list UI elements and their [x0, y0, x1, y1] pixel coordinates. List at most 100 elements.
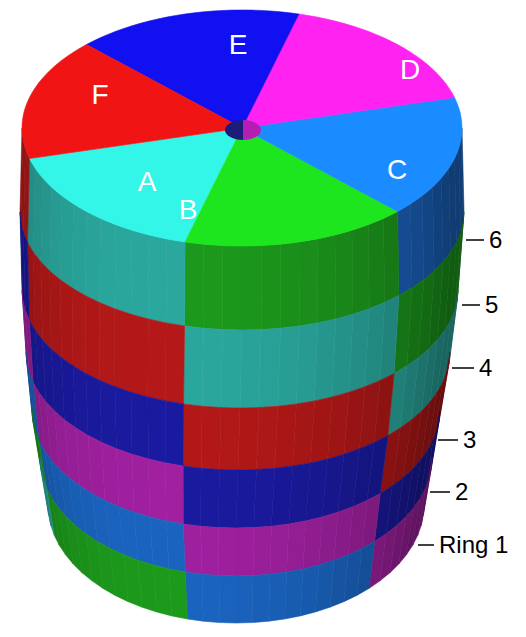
- leader-line: [462, 304, 480, 306]
- side-facet: [184, 326, 204, 406]
- hole-left: [225, 120, 243, 140]
- side-facet: [47, 489, 60, 546]
- leader-line: [466, 239, 484, 241]
- sector-letter: B: [179, 196, 198, 224]
- side-facet: [299, 239, 318, 326]
- side-facet: [148, 397, 166, 463]
- side-facet: [240, 330, 261, 408]
- side-facet: [422, 187, 434, 280]
- side-facet: [411, 196, 424, 288]
- side-facet: [131, 392, 148, 459]
- side-facet: [100, 380, 117, 448]
- side-facet: [236, 576, 253, 623]
- leader-line: [430, 491, 450, 493]
- side-facet: [20, 212, 23, 300]
- side-facet: [202, 328, 223, 407]
- side-facet: [285, 569, 303, 619]
- sector-fill: [22, 45, 242, 159]
- side-facet: [148, 319, 166, 401]
- leader-line: [452, 367, 474, 369]
- callout-number: 2: [454, 480, 469, 504]
- side-facet: [99, 218, 116, 308]
- side-facet: [115, 387, 132, 455]
- side-facet: [85, 211, 101, 302]
- side-facet: [218, 528, 236, 576]
- side-facet: [50, 187, 62, 280]
- side-facet: [132, 454, 150, 517]
- side-facet: [115, 225, 132, 315]
- side-facet: [50, 271, 62, 358]
- side-facet: [29, 372, 39, 440]
- side-facet: [165, 401, 183, 466]
- callout-number: 3: [462, 428, 477, 452]
- side-facet: [275, 404, 297, 468]
- callout-number: 6: [488, 228, 503, 252]
- side-facet: [317, 235, 336, 323]
- side-facet: [72, 288, 86, 374]
- side-facet: [256, 406, 277, 469]
- side-facet: [148, 459, 166, 521]
- side-facet: [22, 290, 27, 362]
- side-facet: [261, 244, 280, 329]
- sector-letter: D: [400, 56, 420, 84]
- side-facet: [254, 468, 275, 527]
- side-facet: [185, 572, 203, 621]
- side-facet: [166, 521, 185, 572]
- side-facet: [368, 218, 385, 308]
- side-facet: [269, 572, 287, 621]
- side-facet: [278, 326, 300, 406]
- side-facet: [220, 408, 240, 470]
- sector-letter: C: [387, 156, 407, 184]
- side-facet: [185, 242, 204, 328]
- side-facet: [236, 470, 256, 528]
- side-facet: [296, 323, 318, 404]
- side-facet: [203, 244, 222, 329]
- side-facet: [32, 410, 41, 468]
- leader-line: [438, 439, 458, 441]
- side-facet: [115, 309, 131, 393]
- callout-number: Ring 1: [438, 533, 509, 557]
- side-facet: [131, 230, 149, 319]
- side-facet: [223, 246, 242, 330]
- hole-right: [243, 120, 261, 140]
- side-facet: [280, 242, 299, 328]
- side-facet: [253, 526, 271, 575]
- side-facet: [242, 246, 261, 330]
- leader-line: [418, 544, 434, 546]
- side-facet: [398, 204, 412, 296]
- side-facet: [85, 295, 100, 380]
- side-facet: [131, 314, 148, 397]
- callout-number: 4: [478, 356, 493, 380]
- side-facet: [287, 521, 306, 572]
- callout-number: 5: [484, 293, 499, 317]
- side-facet: [303, 517, 322, 569]
- side-facet: [259, 328, 281, 407]
- side-facet: [183, 404, 202, 468]
- side-facet: [252, 574, 270, 622]
- side-facet: [335, 230, 353, 319]
- side-facet: [183, 466, 201, 526]
- side-facet: [60, 196, 73, 288]
- side-facet: [165, 323, 184, 404]
- sector-letter: A: [138, 168, 157, 196]
- side-facet: [201, 526, 219, 575]
- side-facet: [183, 524, 202, 574]
- side-facet: [201, 468, 220, 527]
- side-facet: [352, 225, 369, 315]
- side-facet: [218, 470, 238, 528]
- side-facet: [236, 528, 254, 576]
- side-facet: [270, 524, 289, 574]
- side-facet: [166, 239, 185, 326]
- sector-letter: F: [91, 81, 108, 109]
- side-facet: [202, 574, 220, 622]
- side-facet: [165, 463, 183, 524]
- side-facet: [99, 302, 115, 386]
- side-facet: [238, 408, 259, 470]
- side-facet: [60, 280, 73, 366]
- side-facet: [221, 330, 242, 408]
- sector-letter: E: [229, 31, 248, 59]
- side-facet: [383, 211, 399, 302]
- side-facet: [201, 406, 221, 469]
- side-facet: [148, 235, 167, 323]
